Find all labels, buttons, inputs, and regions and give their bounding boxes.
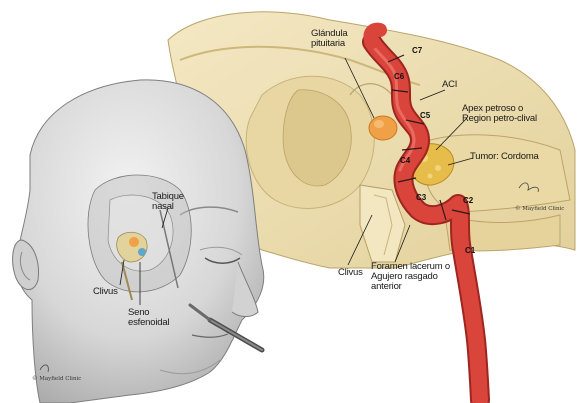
head-illustration bbox=[13, 80, 264, 403]
label-apex-petroso: Apex petroso o Region petro-clival bbox=[462, 104, 537, 124]
segment-c4: C4 bbox=[400, 156, 410, 165]
label-seno-line2: esfenoidal bbox=[128, 318, 169, 328]
label-clivus-left: Clivus bbox=[93, 287, 118, 297]
label-glandula-line2: pituitaria bbox=[311, 39, 347, 49]
segment-c2: C2 bbox=[463, 196, 473, 205]
label-tabique-line2: nasal bbox=[152, 202, 184, 212]
segment-c7: C7 bbox=[412, 46, 422, 55]
label-foramen-lacerum: Foramen lacerum o Agujero rasgado anteri… bbox=[371, 262, 450, 292]
label-clivus-right: Clivus bbox=[338, 268, 363, 278]
label-seno-esfenoidal: Seno esfenoidal bbox=[128, 308, 169, 328]
signature-right: © Mayfield Clinic bbox=[515, 206, 564, 212]
label-tabique-nasal: Tabique nasal bbox=[152, 192, 184, 212]
label-aci: ACI bbox=[442, 80, 457, 90]
signature-left: © Mayfield Clinic bbox=[32, 376, 81, 382]
label-glandula-pituitaria: Glándula pituitaria bbox=[311, 29, 347, 49]
label-foramen-line3: anterior bbox=[371, 282, 450, 292]
segment-c1: C1 bbox=[465, 246, 475, 255]
segment-c6: C6 bbox=[394, 72, 404, 81]
label-apex-line2: Region petro-clival bbox=[462, 114, 537, 124]
label-tumor-cordoma: Tumor: Cordoma bbox=[470, 152, 539, 162]
pituitary-gland bbox=[369, 116, 397, 140]
segment-c5: C5 bbox=[420, 111, 430, 120]
segment-c3: C3 bbox=[416, 193, 426, 202]
